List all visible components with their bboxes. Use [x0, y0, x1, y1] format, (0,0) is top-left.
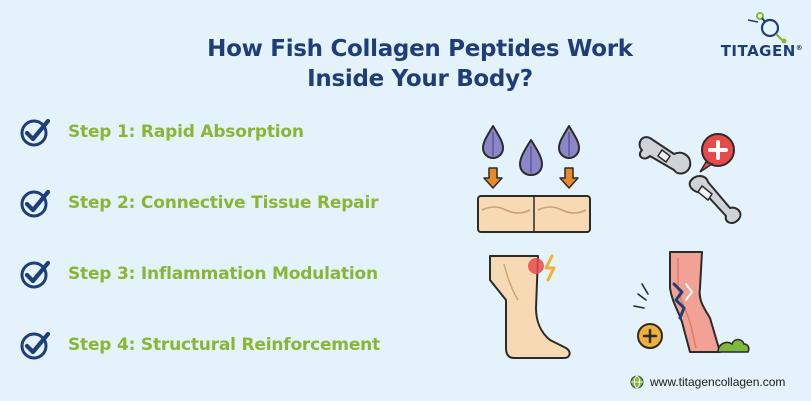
- knee-fracture-icon: [633, 251, 750, 353]
- joint-bones-repair-icon: [638, 133, 742, 224]
- leg-pain-icon: [489, 254, 571, 359]
- check-circle-icon: [20, 331, 51, 360]
- droplets-into-skin-icon: [477, 125, 591, 233]
- brand-name-text: TITAGEN: [720, 42, 796, 60]
- globe-icon: [630, 375, 644, 389]
- brand-name: TITAGEN®: [718, 42, 806, 60]
- list-item: Step 3: Inflammation Modulation: [18, 256, 458, 292]
- check-circle-icon: [20, 189, 51, 218]
- step-label: Step 4: Structural Reinforcement: [68, 335, 380, 355]
- title-line-1: How Fish Collagen Peptides Work: [207, 36, 633, 62]
- check-circle-icon: [20, 260, 51, 289]
- list-item: Step 2: Connective Tissue Repair: [18, 185, 458, 221]
- website-url: www.titagencollagen.com: [650, 375, 786, 389]
- molecule-logo-icon: [747, 12, 787, 44]
- page-title: How Fish Collagen Peptides Work Inside Y…: [120, 34, 720, 94]
- list-item: Step 4: Structural Reinforcement: [18, 327, 458, 363]
- website-link[interactable]: www.titagencollagen.com: [630, 368, 806, 396]
- title-line-2: Inside Your Body?: [307, 66, 533, 92]
- step-label: Step 2: Connective Tissue Repair: [68, 193, 379, 213]
- list-item: Step 1: Rapid Absorption: [18, 114, 458, 150]
- check-circle-icon: [20, 118, 51, 147]
- brand-logo: TITAGEN®: [718, 10, 806, 66]
- step-label: Step 1: Rapid Absorption: [68, 122, 304, 142]
- step-label: Step 3: Inflammation Modulation: [68, 264, 378, 284]
- registered-mark: ®: [795, 44, 804, 52]
